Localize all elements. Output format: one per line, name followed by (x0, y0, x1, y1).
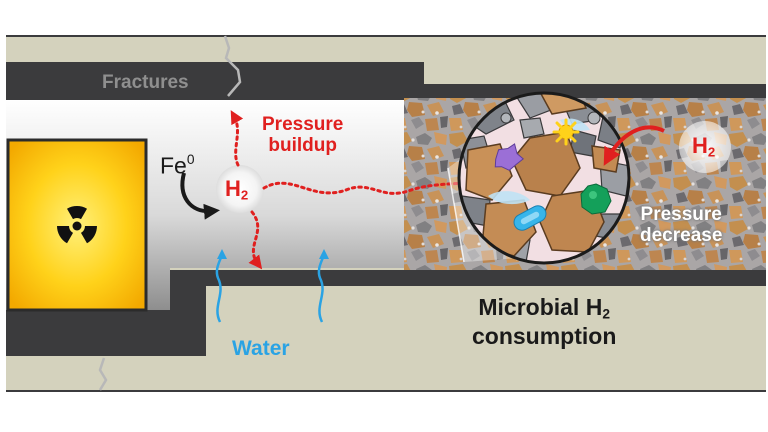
h2-bubble-tunnel (216, 165, 264, 213)
water-label: Water (232, 337, 290, 360)
blue-microbe-icon (513, 205, 547, 231)
h2-symbol-tunnel: H (225, 176, 241, 201)
h2-consumption-arrow (603, 125, 665, 166)
purple-microbe-icon (494, 143, 524, 171)
microbial-line1-prefix: Microbial H (478, 294, 603, 320)
microbial-line1: Microbial H2 (472, 294, 616, 323)
h2-bubble-buffer (679, 121, 731, 173)
radiation-trefoil-icon (57, 206, 97, 244)
h2-downward-path (248, 210, 263, 270)
pressure-decrease-label: Pressure decrease (640, 204, 722, 247)
pressure-buildup-line1: Pressure (262, 114, 344, 135)
tunnel-wall-top (6, 62, 766, 100)
fractures-label: Fractures (102, 72, 189, 93)
iron-superscript: 0 (186, 152, 195, 167)
water-arrow-left (215, 249, 227, 323)
fracture-bottom (98, 357, 108, 391)
microbial-line1-subscript: 2 (602, 306, 611, 322)
h2-symbol-buffer: H (692, 133, 708, 158)
iron-symbol: Fe (160, 152, 187, 179)
iron-label: Fe0 (160, 153, 195, 178)
yellow-microbe-icon (552, 118, 580, 146)
pressure-decrease-line1: Pressure (640, 204, 722, 225)
h2-subscript-tunnel: 2 (240, 187, 249, 203)
h2-migration-path (262, 176, 479, 195)
fracture-top (223, 35, 242, 97)
microbial-consumption-label: Microbial H2 consumption (472, 294, 616, 351)
water-arrow-right (317, 249, 329, 323)
h2-subscript-buffer: 2 (707, 144, 716, 160)
h2-upward-path (230, 110, 244, 167)
pressure-decrease-line2: decrease (640, 225, 723, 247)
fe-reaction-arrow (180, 172, 220, 220)
pressure-buildup-label: Pressure buildup (262, 114, 343, 157)
pressure-buildup-line2: buildup (268, 135, 337, 157)
microbial-line2: consumption (472, 322, 617, 349)
h2-label-tunnel: H2 (225, 178, 248, 202)
tunnel-wall-bottom (6, 270, 766, 356)
h2-label-buffer: H2 (692, 135, 715, 159)
green-microbe-icon (580, 183, 612, 215)
